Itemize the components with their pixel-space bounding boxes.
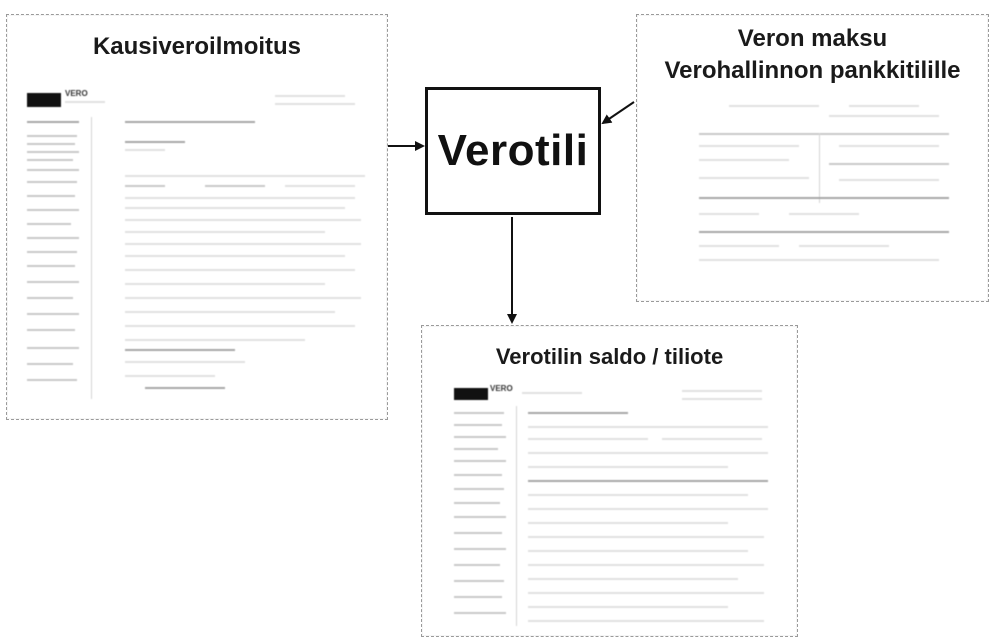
bank-transfer-form-thumbnail [689,99,969,279]
vero-logo-text: VERO [490,384,513,393]
vero-logo-icon [27,93,61,107]
account-statement-title: Verotilin saldo / tiliote [495,344,724,369]
vero-logo-text: VERO [65,89,88,98]
tax-return-title: Kausiveroilmoitus [92,33,302,60]
tax-payment-title-line2: Verohallinnon pankkitilille [664,57,961,84]
tax-return-form-thumbnail: VERO [25,85,365,405]
tax-payment-panel: Veron maksu Verohallinnon pankkitilille [636,14,989,302]
arrow-payment-to-account [601,101,635,125]
account-statement-panel: Verotilin saldo / tiliote VERO [421,325,798,637]
tax-account-box: Verotili [425,87,601,215]
tax-return-panel: Kausiveroilmoitus VERO [6,14,388,420]
vero-logo-icon [454,388,488,400]
tax-payment-title-line1: Veron maksu [737,25,888,52]
account-statement-thumbnail: VERO [452,382,782,632]
tax-account-label: Verotili [437,126,589,175]
